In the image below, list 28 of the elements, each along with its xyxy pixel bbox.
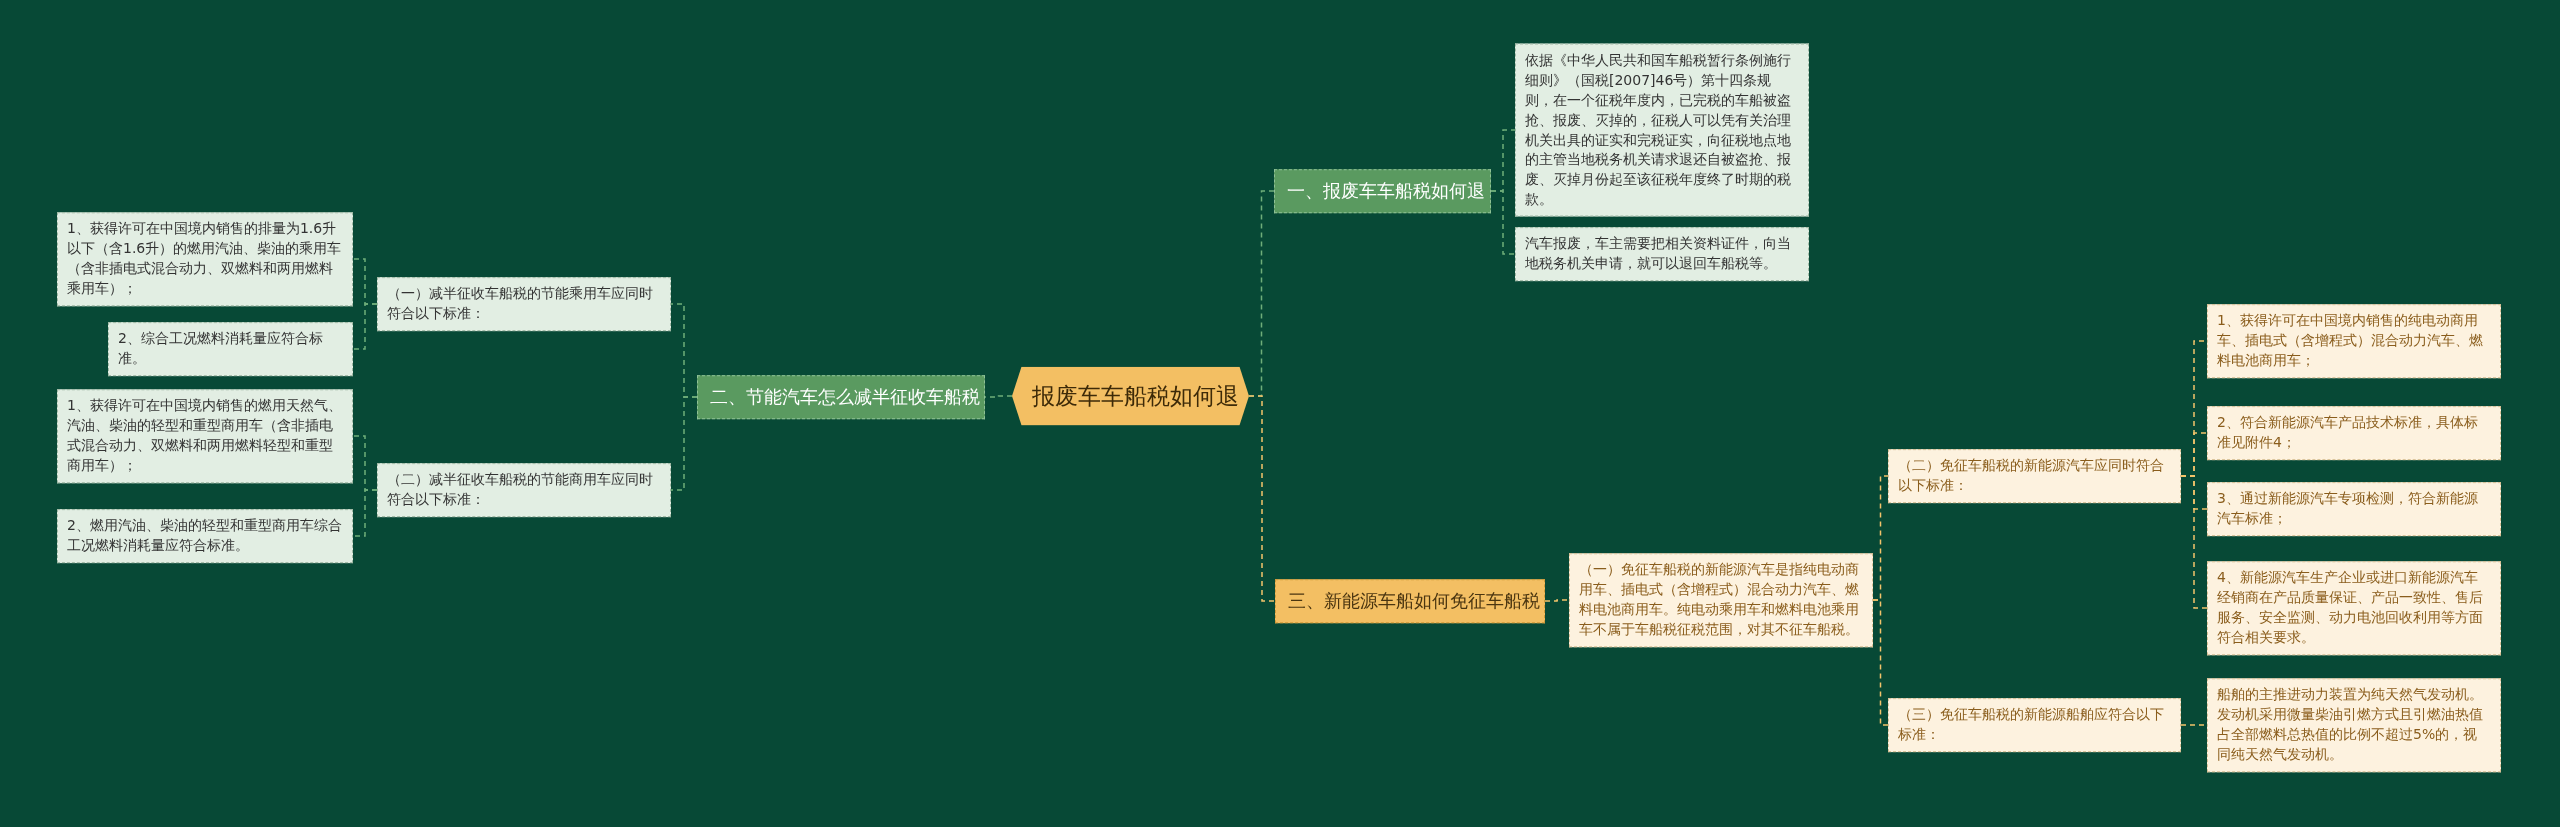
connector-line	[1872, 599, 1889, 726]
subtopic-box: 4、新能源汽车生产企业或进口新能源汽车经销商在产品质量保证、产品一致性、售后服务、安全监测、动力电池回收利用等方面符合相关要求。	[2207, 561, 2501, 655]
subtopic-box: 2、燃用汽油、柴油的轻型和重型商用车综合工况燃料消耗量应符合标准。	[57, 509, 353, 563]
subtopic-box: 汽车报废，车主需要把相关资料证件，向当地税务机关申请，就可以退回车船税等。	[1515, 227, 1809, 281]
branch-topic: 三、新能源车船如何免征车船税	[1275, 579, 1545, 623]
subtopic-box: 船舶的主推进动力装置为纯天然气发动机。发动机采用微量柴油引燃方式且引燃油热值占全部燃料总热值的比例不超过5%的，视同纯天然气发动机。	[2207, 678, 2501, 772]
connector-line	[1490, 190, 1516, 255]
subtopic-box: （二）免征车船税的新能源汽车应同时符合以下标准：	[1888, 449, 2181, 503]
connector-line	[2180, 475, 2208, 609]
subtopic-box: （一）减半征收车船税的节能乘用车应同时符合以下标准：	[377, 277, 671, 331]
subtopic-box: 2、综合工况燃料消耗量应符合标准。	[108, 322, 353, 376]
subtopic-box: 1、获得许可在中国境内销售的燃用天然气、汽油、柴油的轻型和重型商用车（含非插电式混合动力、双燃料和两用燃料轻型和重型商用车）；	[57, 389, 353, 483]
subtopic-box: （一）免征车船税的新能源汽车是指纯电动商用车、插电式（含增程式）混合动力汽车、燃料电池商用车。纯电动乘用车和燃料电池乘用车不属于车船税征税范围，对其不征车船税。	[1569, 553, 1873, 647]
subtopic-box: （二）减半征收车船税的节能商用车应同时符合以下标准：	[377, 463, 671, 517]
subtopic-box: 1、获得许可在中国境内销售的排量为1.6升以下（含1.6升）的燃用汽油、柴油的乘用车（含非插电式混合动力、双燃料和两用燃料乘用车）；	[57, 212, 353, 306]
subtopic-box: 1、获得许可在中国境内销售的纯电动商用车、插电式（含增程式）混合动力汽车、燃料电池商用车；	[2207, 304, 2501, 378]
subtopic-box: （三）免征车船税的新能源船舶应符合以下标准：	[1888, 698, 2181, 752]
branch-topic: 二、节能汽车怎么减半征收车船税	[697, 375, 985, 419]
connector-line	[352, 303, 378, 350]
connector-line	[670, 396, 698, 491]
subtopic-box: 3、通过新能源汽车专项检测，符合新能源汽车标准；	[2207, 482, 2501, 536]
connector-line	[1248, 395, 1276, 602]
subtopic-box: 2、符合新能源汽车产品技术标准，具体标准见附件4；	[2207, 406, 2501, 460]
central-topic: 报废车车船税如何退	[1012, 366, 1249, 426]
subtopic-box: 依据《中华人民共和国车船税暂行条例施行细则》（国税[2007]46号）第十四条规则，在一个征税年度内，已完税的车船被盗抢、报废、灭掉的，征税人可以凭有关治理机关出具的证实和完税证实，向征税地点地的主管当地税务机关请求退还自被盗抢、报废、灭掉月份起至该征税年度终了时期的税款。	[1515, 43, 1809, 217]
branch-topic: 一、报废车车船税如何退	[1274, 169, 1491, 213]
connector-line	[1544, 599, 1570, 602]
connector-line	[352, 489, 378, 537]
